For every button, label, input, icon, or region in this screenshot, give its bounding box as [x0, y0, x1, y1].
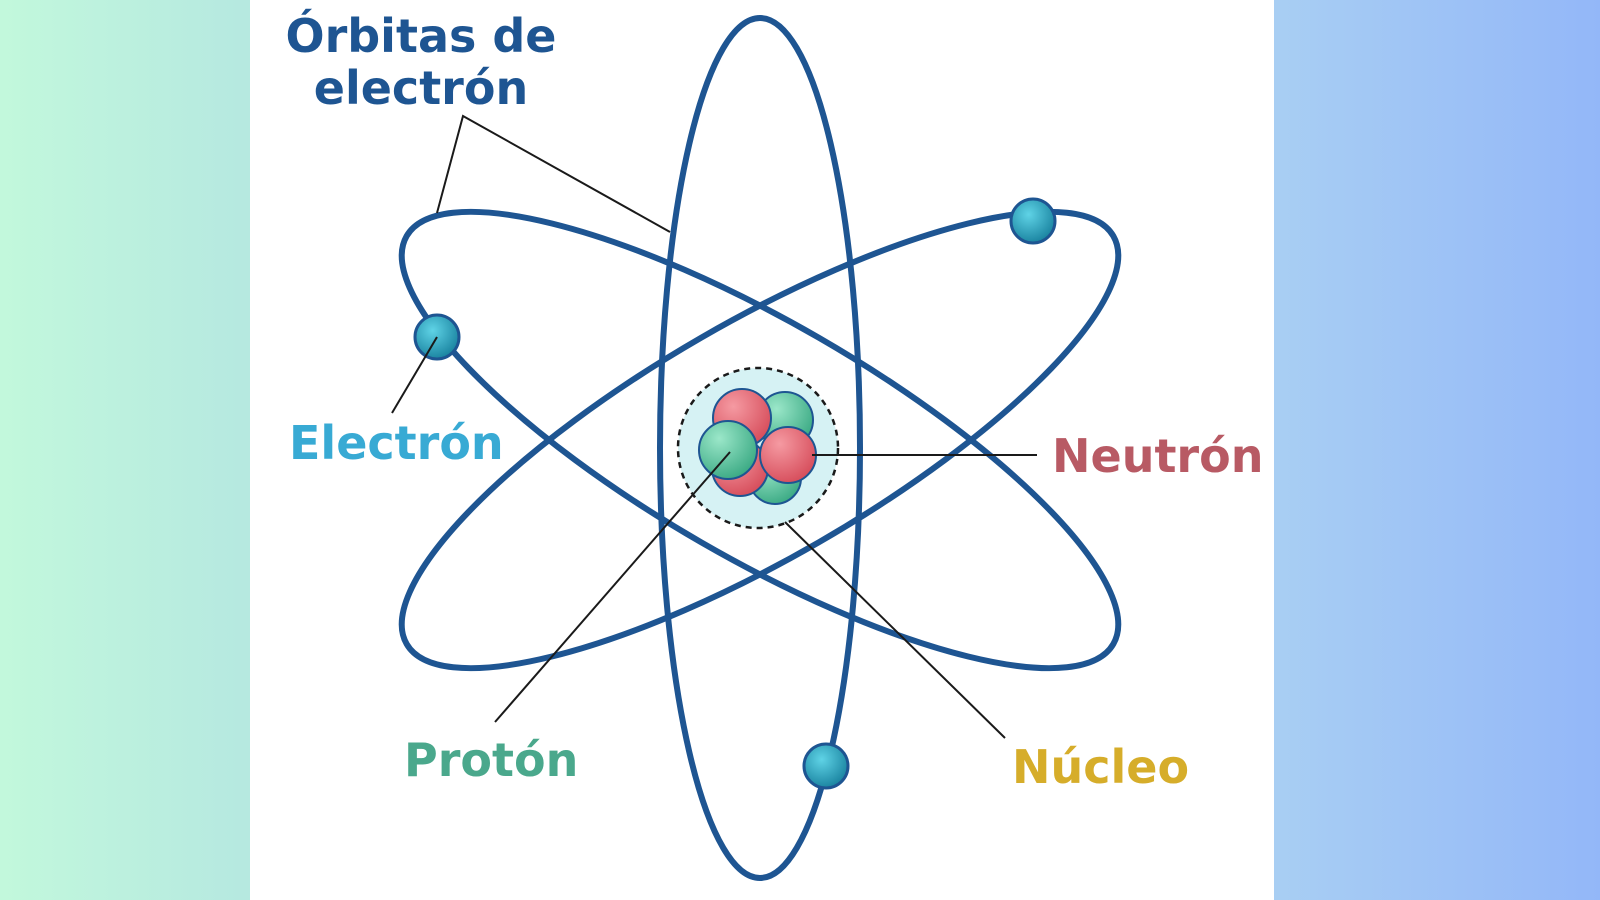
orbit-vertical: [657, 15, 863, 881]
proton-label: Protón: [404, 733, 578, 787]
nucleo-label: Núcleo: [1012, 740, 1189, 794]
nucleo-leader-line: [784, 521, 1006, 739]
electron-particle: [1009, 197, 1057, 245]
electron-leader-line: [391, 336, 438, 414]
electron-particle: [802, 742, 850, 790]
proton-particle: [759, 426, 817, 484]
orbitas-label-line2: electrón: [314, 61, 528, 115]
neutron-label: Neutrón: [1052, 429, 1263, 483]
orbitas-label-line1: Órbitas de: [285, 9, 556, 63]
orbit-diagonal-up: [398, 208, 1122, 672]
proton-leader-line: [494, 451, 731, 723]
neutron-particle: [698, 420, 758, 480]
orbitas-leader-line: [436, 114, 671, 233]
orbit-diagonal-down: [398, 208, 1122, 672]
electron-label: Electrón: [289, 416, 504, 470]
